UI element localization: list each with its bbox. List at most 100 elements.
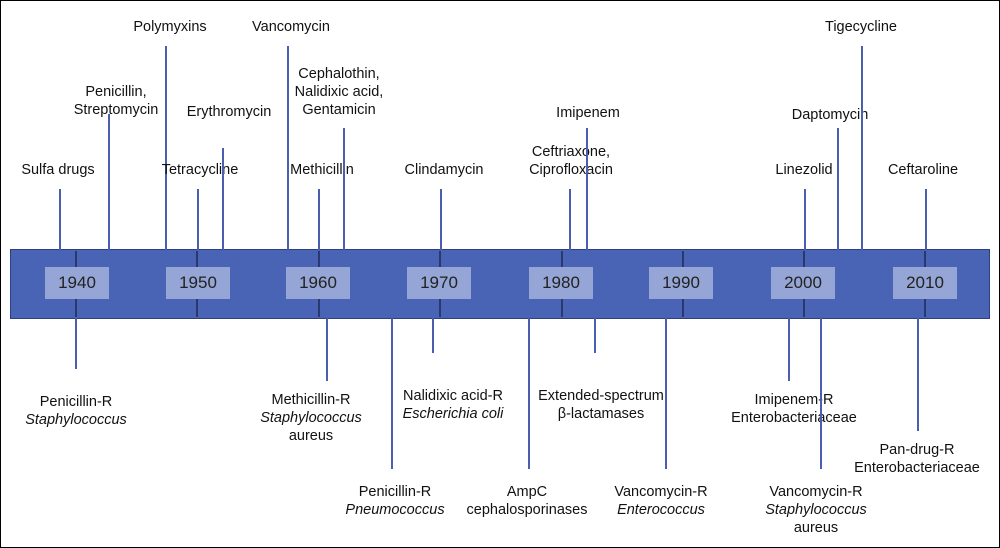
drug-label-line: Nalidixic acid,	[294, 84, 384, 100]
connector-line-penicillin-streptomycin	[108, 114, 110, 251]
resistance-label-line: Penicillin-R	[39, 394, 113, 410]
connector-line-methicillin-r-staphylococcus-aureus	[326, 317, 328, 381]
drug-label-line: Tigecycline	[825, 19, 897, 35]
connector-line-cephalothin-group	[343, 128, 345, 251]
drug-label-ceftriaxone-ciprofloxacin: Ceftriaxone, Ciprofloxacin	[529, 143, 613, 179]
connector-line-tigecycline	[861, 46, 863, 251]
drug-label-cephalothin-group: Cephalothin, Nalidixic acid, Gentamicin	[295, 65, 384, 119]
drug-label-line: Methicillin	[290, 162, 354, 178]
drug-label-line: Imipenem	[556, 105, 620, 121]
resistance-label-line: Staphylococcus	[25, 412, 127, 428]
drug-label-erythromycin: Erythromycin	[187, 103, 272, 121]
drug-label-daptomycin: Daptomycin	[792, 106, 869, 124]
resistance-label-line: β-lactamases	[557, 406, 645, 422]
year-box-2010: 2010	[893, 267, 957, 299]
resistance-label-pan-drug-r-enterobacteriaceae: Pan-drug-R Enterobacteriaceae	[854, 441, 980, 477]
resistance-label-line: Vancomycin-R	[614, 484, 708, 500]
connector-line-penicillin-r-pneumococcus	[391, 317, 393, 469]
drug-label-line: Vancomycin	[252, 19, 330, 35]
drug-label-line: Gentamicin	[302, 102, 376, 118]
connector-line-vancomycin-r-staphylococcus-aureus	[820, 317, 822, 469]
resistance-label-line: Enterococcus	[617, 502, 705, 518]
connector-line-imipenem	[586, 128, 588, 251]
drug-label-line: Ceftriaxone,	[531, 144, 611, 160]
drug-label-line: Sulfa drugs	[21, 162, 95, 178]
connector-line-linezolid	[804, 189, 806, 251]
connector-line-polymyxins	[165, 46, 167, 251]
drug-label-line: Penicillin,	[85, 84, 147, 100]
resistance-label-ampc-cephalosporinases: AmpC cephalosporinases	[467, 483, 588, 519]
connector-line-penicillin-r-staphylococcus	[75, 317, 77, 369]
connector-line-tetracycline	[197, 189, 199, 251]
resistance-label-line: AmpC	[506, 484, 548, 500]
drug-label-line: Linezolid	[775, 162, 833, 178]
drug-label-linezolid: Linezolid	[775, 161, 832, 179]
resistance-label-penicillin-r-pneumococcus: Penicillin-R Pneumococcus	[345, 483, 444, 519]
drug-label-line: Streptomycin	[73, 102, 159, 118]
resistance-label-line: Methicillin-R	[271, 392, 351, 408]
drug-label-line: Erythromycin	[186, 104, 272, 120]
resistance-label-line: Staphylococcus	[260, 410, 362, 426]
year-box-1990: 1990	[649, 267, 713, 299]
resistance-label-line: aureus	[288, 428, 334, 444]
connector-line-ceftriaxone-ciprofloxacin	[569, 189, 571, 251]
timeline-band	[10, 249, 990, 319]
year-box-1940: 1940	[45, 267, 109, 299]
drug-label-polymyxins: Polymyxins	[133, 18, 206, 36]
drug-label-line: Ceftaroline	[887, 162, 959, 178]
resistance-label-line: Vancomycin-R	[769, 484, 863, 500]
drug-label-line: Clindamycin	[404, 162, 484, 178]
resistance-label-line: Staphylococcus	[765, 502, 867, 518]
year-box-1960: 1960	[286, 267, 350, 299]
resistance-label-line: cephalosporinases	[466, 502, 588, 518]
drug-label-ceftaroline: Ceftaroline	[888, 161, 958, 179]
connector-line-clindamycin	[440, 189, 442, 251]
resistance-label-line: Enterobacteriaceae	[731, 410, 857, 426]
resistance-label-methicillin-r-staphylococcus-aureus: Methicillin-R Staphylococcus aureus	[260, 391, 362, 445]
year-box-1950: 1950	[166, 267, 230, 299]
drug-label-tigecycline: Tigecycline	[825, 18, 897, 36]
resistance-label-vancomycin-r-enterococcus: Vancomycin-R Enterococcus	[614, 483, 707, 519]
resistance-label-nalidixic-acid-r-escherichia-coli: Nalidixic acid-R Escherichia coli	[403, 387, 504, 423]
resistance-label-line: aureus	[793, 520, 839, 536]
drug-label-line: Cephalothin,	[298, 66, 380, 82]
drug-label-line: Tetracycline	[161, 162, 239, 178]
resistance-label-line: Penicillin-R	[358, 484, 432, 500]
resistance-label-line: Imipenem-R	[754, 392, 834, 408]
drug-label-line: Ciprofloxacin	[529, 162, 613, 178]
resistance-label-line: Enterobacteriaceae	[854, 460, 980, 476]
resistance-label-line: Nalidixic acid-R	[403, 388, 503, 404]
connector-line-pan-drug-r-enterobacteriaceae	[917, 317, 919, 431]
resistance-label-line: Extended-spectrum	[538, 388, 664, 404]
resistance-label-extended-spectrum-beta-lactamases: Extended-spectrum β-lactamases	[538, 387, 664, 423]
year-box-1970: 1970	[407, 267, 471, 299]
drug-label-imipenem: Imipenem	[556, 104, 620, 122]
drug-label-clindamycin: Clindamycin	[405, 161, 484, 179]
connector-line-vancomycin-r-enterococcus	[665, 317, 667, 469]
drug-label-tetracycline: Tetracycline	[162, 161, 239, 179]
connector-line-methicillin	[318, 189, 320, 251]
connector-line-erythromycin	[222, 148, 224, 251]
resistance-label-line: Escherichia coli	[402, 406, 504, 422]
connector-line-ceftaroline	[925, 189, 927, 251]
connector-line-extended-spectrum-beta-lactamases	[594, 317, 596, 353]
year-box-2000: 2000	[771, 267, 835, 299]
connector-line-daptomycin	[837, 128, 839, 251]
drug-label-line: Polymyxins	[133, 19, 207, 35]
connector-line-nalidixic-acid-r-escherichia-coli	[432, 317, 434, 353]
connector-line-sulfa-drugs	[59, 189, 61, 251]
connector-line-ampc-cephalosporinases	[528, 317, 530, 469]
drug-label-line: Daptomycin	[791, 107, 869, 123]
resistance-label-penicillin-r-staphylococcus: Penicillin-R Staphylococcus	[25, 393, 127, 429]
resistance-label-line: Pan-drug-R	[879, 442, 955, 458]
resistance-label-line: Pneumococcus	[345, 502, 445, 518]
drug-label-penicillin-streptomycin: Penicillin, Streptomycin	[74, 83, 159, 119]
drug-label-vancomycin: Vancomycin	[252, 18, 330, 36]
connector-line-imipenem-r-enterobacteriaceae	[788, 317, 790, 381]
drug-label-methicillin: Methicillin	[290, 161, 354, 179]
year-box-1980: 1980	[529, 267, 593, 299]
resistance-label-vancomycin-r-staphylococcus-aureus: Vancomycin-R Staphylococcus aureus	[765, 483, 867, 537]
connector-line-vancomycin	[287, 46, 289, 251]
resistance-label-imipenem-r-enterobacteriaceae: Imipenem-R Enterobacteriaceae	[731, 391, 857, 427]
